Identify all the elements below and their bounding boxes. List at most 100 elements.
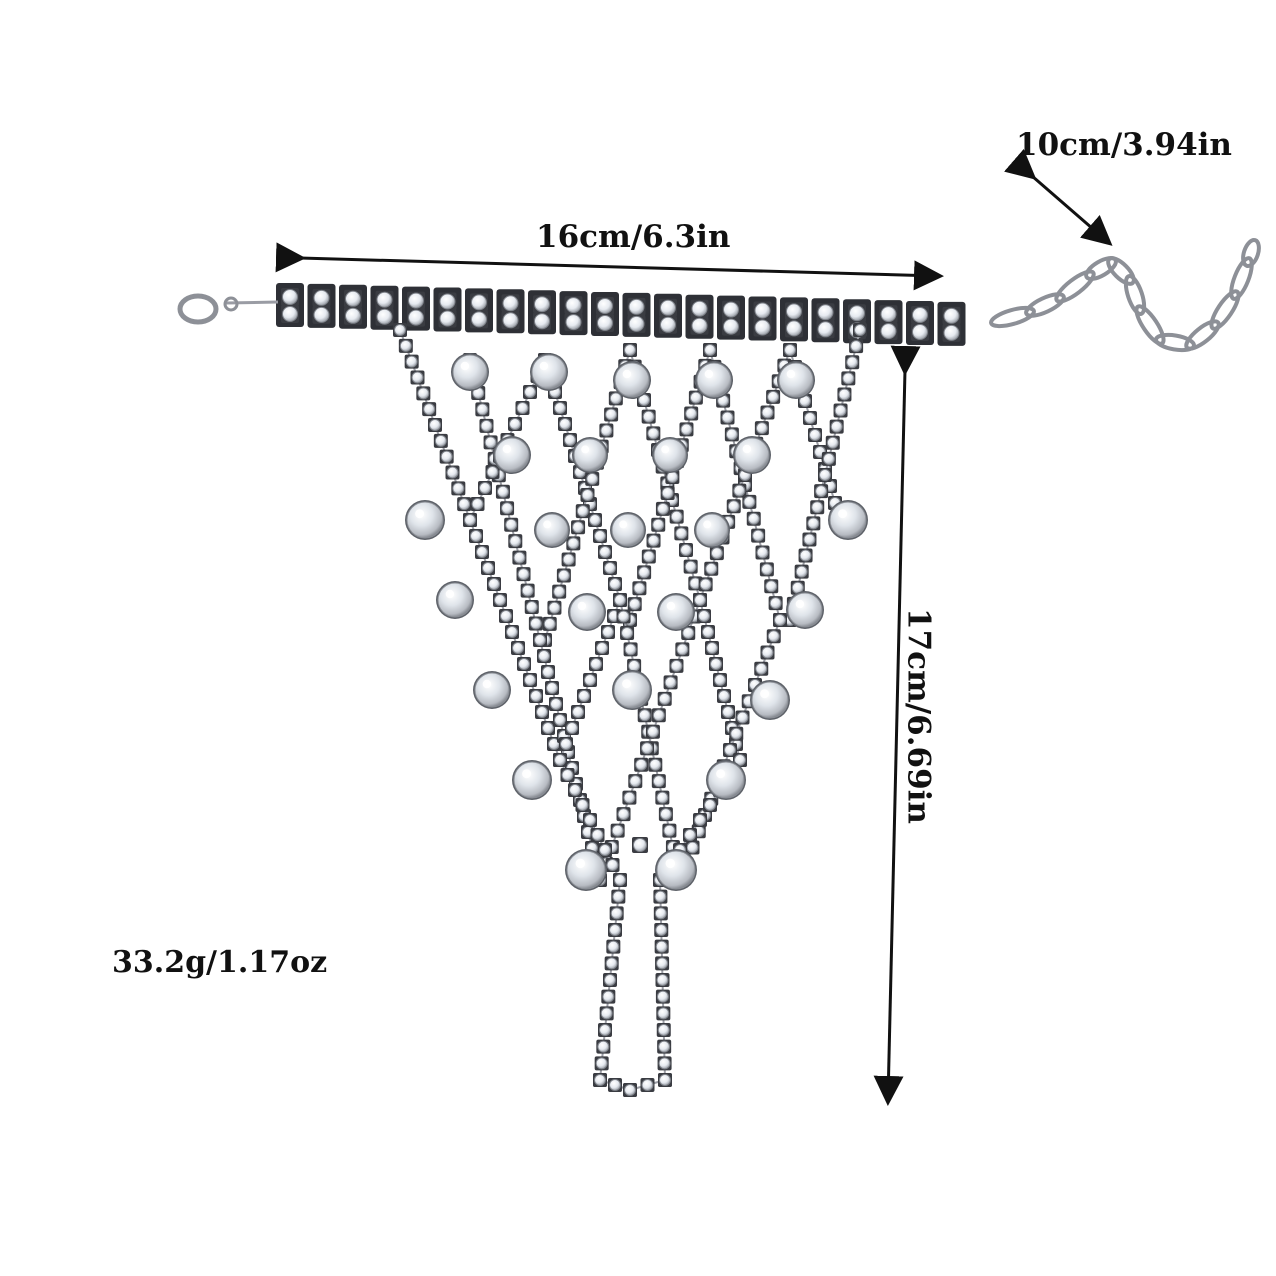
rhinestone [912,307,928,323]
rhinestone [670,659,683,672]
rhinestone [617,610,630,623]
rhinestone [434,434,447,447]
rhinestone [807,517,820,530]
rhinestone [624,1084,636,1096]
crystal-drop [695,513,729,547]
crystal-drop [513,761,551,799]
bracelet-piece [177,238,1261,1097]
rhinestone [799,549,812,562]
crystal-highlight [795,599,805,609]
rhinestone [501,502,514,515]
rhinestone [423,403,436,416]
rhinestone [730,727,743,740]
rhinestone [656,791,669,804]
rhinestone [429,419,441,431]
extender-link [1123,274,1147,316]
rhinestone [629,775,642,788]
rhinestone [633,838,647,852]
crystal-drop [437,582,473,618]
crystal-highlight [543,520,552,529]
rhinestone [509,535,522,548]
rhinestone [543,617,556,630]
rhinestone [542,722,554,734]
rhinestone [565,297,582,314]
crystal-highlight [539,361,549,371]
rhinestone [691,300,708,317]
extender-link [1106,256,1136,286]
rhinestone [518,658,530,670]
rhinestone [659,808,672,821]
rhinestone [849,305,865,322]
rhinestone [476,403,489,416]
rhinestone [505,518,518,531]
rhinestone [655,924,668,936]
rhinestone [517,568,530,581]
rhinestone [710,547,723,560]
rhinestone [482,562,494,574]
lobster-clasp [177,293,219,325]
crystal-highlight [415,509,425,519]
rhinestone [524,386,536,398]
rhinestone [282,306,298,322]
rhinestone [614,874,626,886]
rhinestone [546,682,558,694]
rhinestone [581,489,594,501]
rhinestone [655,940,668,953]
rhinestone [534,313,550,330]
rhinestone [609,924,621,936]
width-arrow [275,242,944,291]
rhinestone [536,706,548,718]
rhinestone [282,289,298,305]
rhinestone [604,562,616,574]
dimension-arrows [275,148,1113,1106]
rhinestone [706,642,718,654]
crystal-drop [751,681,789,719]
rhinestone [641,1079,654,1091]
rhinestone [602,990,615,1003]
rhinestone [628,315,645,332]
crystal-highlight [482,679,492,689]
crystal-drop [656,850,696,890]
crystal-drop [573,438,607,472]
rhinestone [624,643,637,656]
rhinestone [595,1057,608,1070]
rhinestone [576,799,589,811]
crystal-drop [452,354,488,390]
rhinestone [529,617,542,630]
rhinestone [584,814,596,826]
rhinestone [628,298,645,315]
rhinestone [345,290,361,307]
rhinestone [534,296,550,313]
crystal-highlight [502,444,512,454]
rhinestone [765,580,778,593]
rhinestone [663,824,676,837]
rhinestone [774,614,786,626]
rhinestone [417,387,430,400]
crystal-drop [566,850,606,890]
rhinestone [642,410,655,423]
rhinestone [599,1024,611,1036]
rhinestone [617,808,630,821]
rhinestone [512,642,524,654]
chain-wire [544,359,621,601]
rhinestone [826,436,839,449]
rhinestone [605,957,618,970]
rhinestone [657,1007,670,1020]
rhinestone [471,498,484,510]
rhinestone [698,610,710,622]
rhinestone [649,758,662,771]
crystal-drop [614,362,650,398]
extender-link [1241,238,1261,268]
rhinestone [686,841,699,854]
rhinestone [734,754,746,766]
rhinestone [705,562,718,575]
rhinestone [624,344,636,356]
rhinestone [605,408,618,421]
rhinestone [500,610,512,622]
rhinestone [452,482,465,495]
extender-link [1054,269,1096,304]
rhinestone [682,626,695,639]
rhinestone [646,725,659,738]
rhinestone [694,594,706,606]
